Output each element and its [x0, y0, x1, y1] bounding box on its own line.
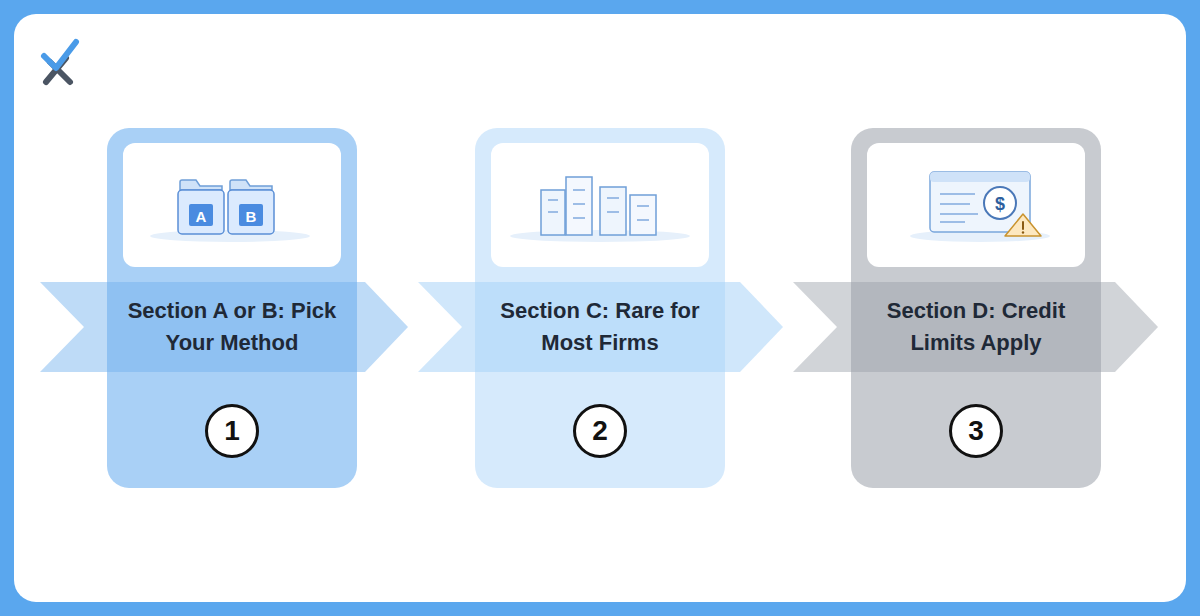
step-card: Section A or B: Pick Your Method 1 [107, 128, 357, 488]
folder-icons [150, 180, 310, 242]
image-box [491, 143, 709, 267]
chevron-arrow [418, 282, 783, 372]
step-number-circle: 1 [205, 404, 259, 458]
icon-letter: B [246, 209, 257, 224]
image-box [867, 143, 1085, 267]
chevron-band [40, 282, 1158, 372]
image-box [123, 143, 341, 267]
chevron-arrow [793, 282, 1158, 372]
building-icon [510, 177, 690, 242]
step-heading: Section A or B: Pick Your Method [119, 282, 345, 372]
step-number-circle: 3 [949, 404, 1003, 458]
logo [44, 42, 76, 82]
step-heading: Section C: Rare for Most Firms [487, 282, 713, 372]
step-heading: Section D: Credit Limits Apply [863, 282, 1089, 372]
callout-number: 1 [224, 417, 240, 445]
step-number-circle: 2 [573, 404, 627, 458]
inner-panel [14, 14, 1186, 602]
icon-letter: A [196, 209, 207, 224]
callout-number: 3 [968, 417, 984, 445]
image-boxes [123, 143, 1085, 267]
callout-number: 2 [592, 417, 608, 445]
invoice-warning-icon [910, 172, 1050, 242]
chevron-arrow [40, 282, 408, 372]
icon-letter: $ [995, 195, 1005, 213]
step-card: Section D: Credit Limits Apply 3 [851, 128, 1101, 488]
step-card: Section C: Rare for Most Firms 2 [475, 128, 725, 488]
